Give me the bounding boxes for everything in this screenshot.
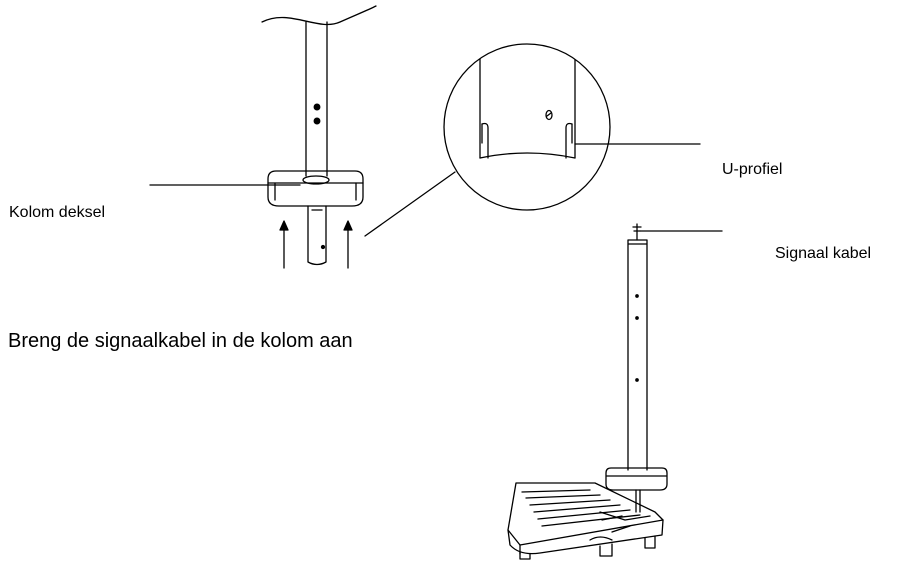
column-hole [313, 117, 321, 125]
u-profile-magnifier [443, 43, 701, 211]
column-hole [320, 244, 326, 250]
arrow-up-icon [279, 220, 289, 269]
scale-column [627, 239, 648, 471]
instruction-text: Breng de signaalkabel in de kolom aan [8, 330, 353, 352]
column-break-line [261, 5, 377, 26]
scale-column-cover [605, 467, 668, 491]
label-u-profiel: U-profiel [722, 161, 783, 178]
magnifier-connector-line [364, 171, 456, 237]
label-signaal-kabel: Signaal kabel [775, 245, 872, 262]
arrow-up-icon [343, 220, 353, 269]
column-cover [267, 170, 364, 207]
signal-cable [632, 223, 642, 241]
column-tube-upper [305, 21, 328, 177]
column-cover-detail [149, 5, 456, 269]
column-tube-lower [307, 205, 327, 266]
scale-assembly [507, 223, 723, 560]
label-kolom-deksel: Kolom deksel [9, 204, 106, 221]
column-hole [313, 103, 321, 111]
scale-platform [507, 482, 664, 560]
